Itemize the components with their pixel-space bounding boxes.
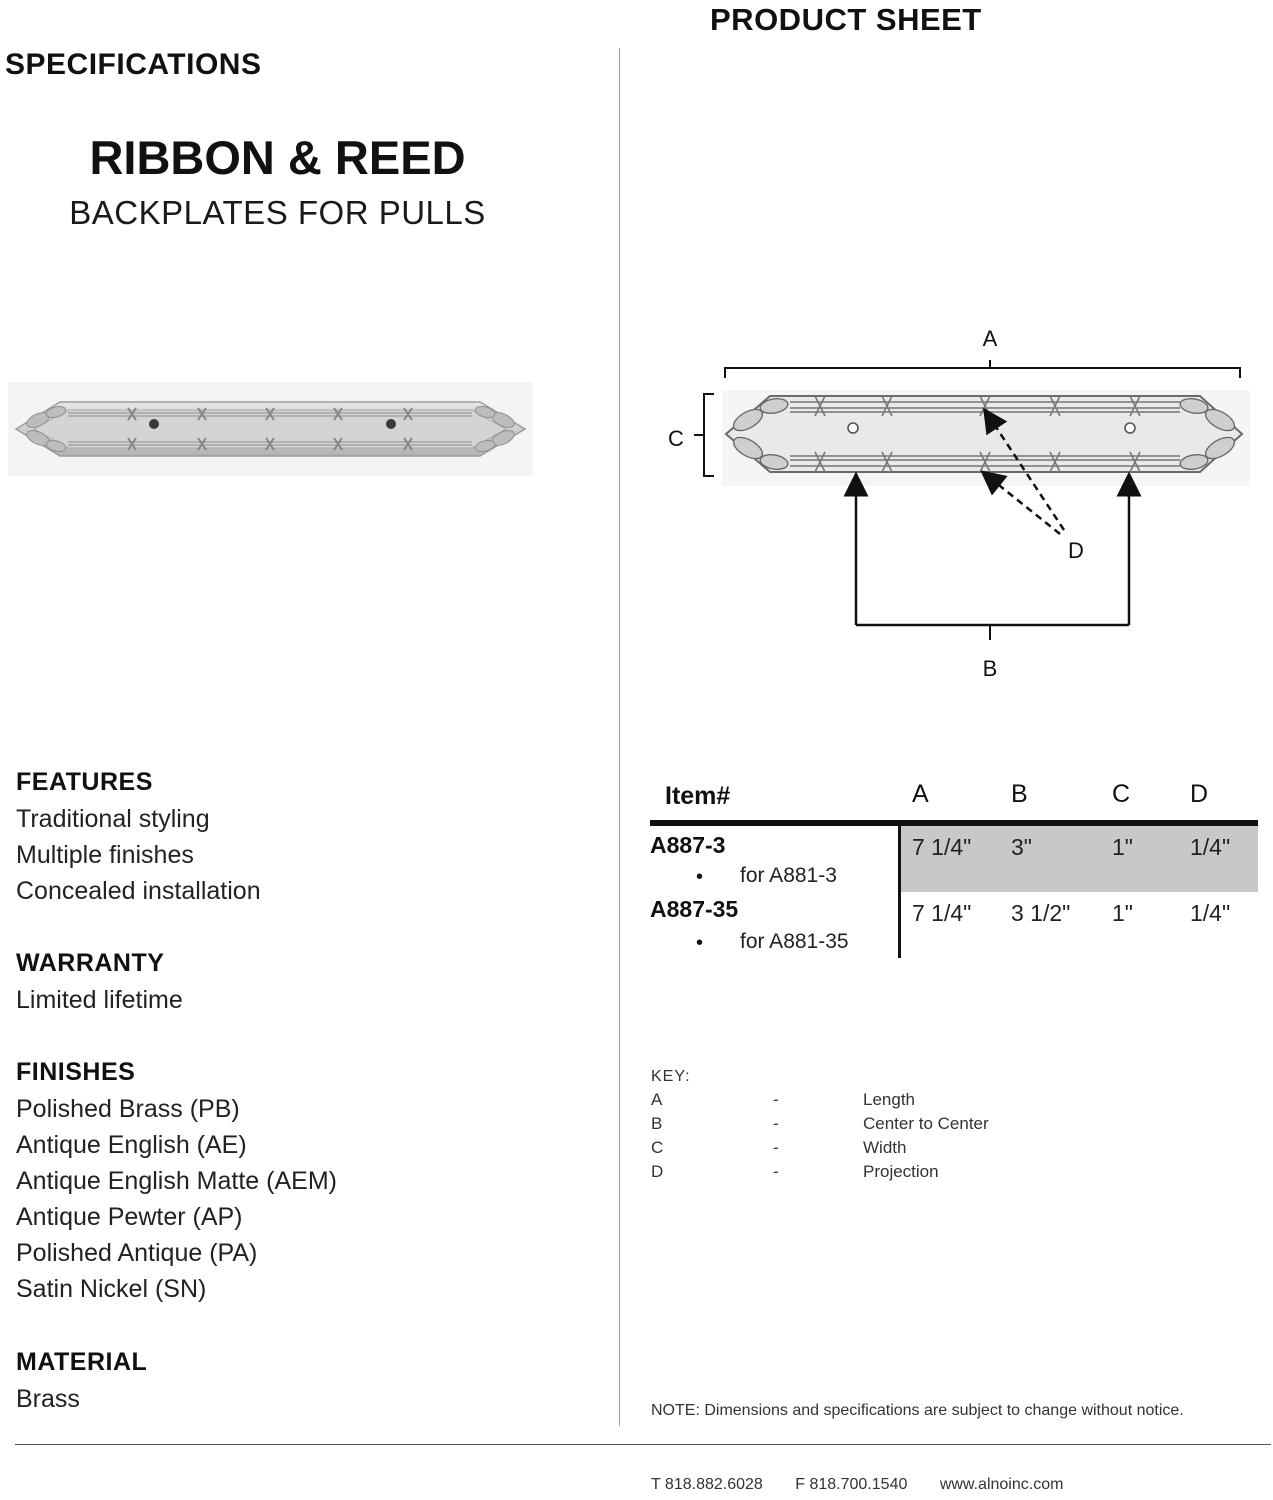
warranty-heading: WARRANTY <box>16 949 165 977</box>
material-heading: MATERIAL <box>16 1348 148 1376</box>
table-cell-c: 1" <box>1112 900 1133 926</box>
finish-item: Antique English Matte (AEM) <box>16 1167 337 1195</box>
warranty-section: WARRANTY Limited lifetime <box>16 949 596 1018</box>
dimension-diagram: A C B <box>668 326 1250 681</box>
key-row: D - Projection <box>651 1162 1251 1186</box>
table-cell-a: 7 1/4" <box>912 834 972 860</box>
page-title: PRODUCT SHEET <box>710 2 982 37</box>
table-row-highlight <box>901 826 1258 892</box>
table-header-b: B <box>1011 780 1028 808</box>
table-cell-c: 1" <box>1112 834 1133 860</box>
dimension-table: Item# A B C D A887-3 • for A881-3 7 1/4"… <box>650 778 1260 968</box>
product-name: RIBBON & REED <box>89 131 466 184</box>
footer-phone: T 818.882.6028 <box>651 1476 763 1493</box>
key-separator: - <box>773 1114 779 1133</box>
bullet-icon: • <box>696 932 704 954</box>
dimension-label-a: A <box>983 326 998 351</box>
table-cell-d: 1/4" <box>1190 834 1231 860</box>
table-header-c: C <box>1112 780 1131 808</box>
feature-item: Multiple finishes <box>16 841 194 869</box>
key-meaning: Projection <box>863 1162 939 1181</box>
feature-item: Concealed installation <box>16 877 261 905</box>
material-section: MATERIAL Brass <box>16 1348 596 1417</box>
key-separator: - <box>773 1138 779 1157</box>
table-header-item: Item# <box>665 782 731 810</box>
table-header-d: D <box>1190 780 1209 808</box>
features-heading: FEATURES <box>16 768 153 796</box>
key-row: C - Width <box>651 1138 1251 1162</box>
key-letter: B <box>651 1114 663 1133</box>
finish-item: Polished Brass (PB) <box>16 1095 240 1123</box>
bullet-icon: • <box>696 866 704 888</box>
column-divider <box>619 48 620 1426</box>
finish-item: Polished Antique (PA) <box>16 1239 258 1267</box>
finish-item: Antique Pewter (AP) <box>16 1203 243 1231</box>
table-header-rule <box>650 820 1258 826</box>
key-meaning: Width <box>863 1138 907 1157</box>
table-row-item: A887-3 <box>650 832 726 858</box>
key-separator: - <box>773 1090 779 1109</box>
footer-contact: T 818.882.6028 F 818.700.1540 www.alnoin… <box>651 1476 1091 1494</box>
dimension-label-d: D <box>1068 538 1084 563</box>
dimension-label-b: B <box>983 656 998 681</box>
finish-item: Satin Nickel (SN) <box>16 1275 207 1303</box>
table-cell-b: 3 1/2" <box>1011 900 1071 926</box>
table-row-note: for A881-3 <box>740 864 837 887</box>
key-letter: D <box>651 1162 664 1181</box>
footer-website[interactable]: www.alnoinc.com <box>939 1476 1064 1493</box>
key-separator: - <box>773 1162 779 1181</box>
table-row-note: for A881-35 <box>740 930 849 953</box>
dimension-key: KEY: A - Length B - Center to Center C -… <box>651 1068 1251 1186</box>
key-title: KEY: <box>651 1068 691 1085</box>
product-subtitle: BACKPLATES FOR PULLS <box>69 194 486 231</box>
table-cell-b: 3" <box>1011 834 1032 860</box>
footer-divider <box>15 1444 1271 1445</box>
finishes-heading: FINISHES <box>16 1058 136 1086</box>
key-row: B - Center to Center <box>651 1114 1251 1138</box>
key-row: A - Length <box>651 1090 1251 1114</box>
backplate-photo <box>8 382 533 476</box>
key-meaning: Length <box>863 1090 915 1109</box>
key-meaning: Center to Center <box>863 1114 989 1133</box>
disclaimer-note: NOTE: Dimensions and specifications are … <box>651 1402 1184 1419</box>
table-header-a: A <box>912 780 929 808</box>
table-cell-d: 1/4" <box>1190 900 1231 926</box>
key-letter: A <box>651 1090 663 1109</box>
finishes-section: FINISHES Polished Brass (PB) Antique Eng… <box>16 1058 596 1307</box>
features-section: FEATURES Traditional styling Multiple fi… <box>16 768 596 909</box>
table-cell-a: 7 1/4" <box>912 900 972 926</box>
table-column-divider <box>898 826 901 958</box>
finish-item: Antique English (AE) <box>16 1131 247 1159</box>
key-letter: C <box>651 1138 664 1157</box>
feature-item: Traditional styling <box>16 805 210 833</box>
dimension-label-c: C <box>668 426 684 451</box>
footer-fax: F 818.700.1540 <box>795 1476 908 1493</box>
warranty-item: Limited lifetime <box>16 986 183 1014</box>
material-item: Brass <box>16 1385 80 1413</box>
table-row-item: A887-35 <box>650 896 739 922</box>
specifications-heading: SPECIFICATIONS <box>5 48 262 81</box>
